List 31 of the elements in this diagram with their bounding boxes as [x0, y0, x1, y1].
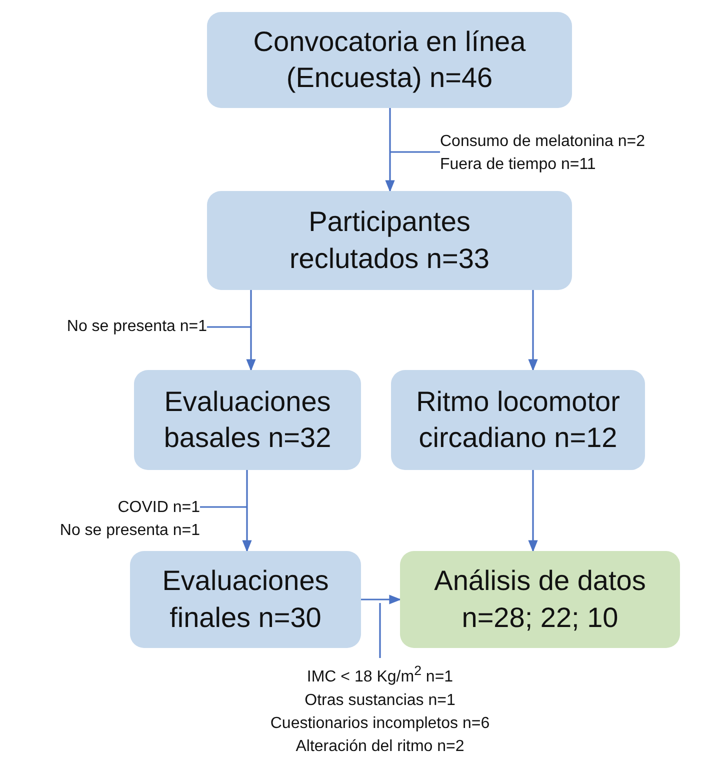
exclusion-text: Otras sustancias n=1	[304, 690, 456, 711]
process-box	[391, 370, 645, 470]
exclusion-text: No se presenta n=1	[66, 317, 207, 338]
box-label: Evaluaciones finales n=30	[161, 564, 330, 634]
exclusion-text: No se presenta n=1	[60, 521, 200, 541]
connector-line	[207, 326, 251, 328]
exclusion-text: Fuera de tiempo n=11	[440, 155, 596, 175]
process-box	[130, 551, 361, 648]
process-box	[207, 191, 572, 290]
arrow	[246, 290, 256, 372]
box-label: Análisis de datos n=28; 22; 10	[433, 564, 647, 634]
process-box	[207, 12, 572, 108]
process-box	[134, 370, 361, 470]
arrow	[361, 594, 402, 604]
process-box	[400, 551, 680, 648]
box-label: Convocatoria en línea (Encuesta) n=46	[252, 24, 527, 95]
connector-line	[379, 603, 381, 658]
exclusion-text: IMC < 18 Kg/m$^{2}$ n=1	[306, 662, 454, 688]
box-label: Evaluaciones basales n=32	[162, 384, 332, 455]
connector-line	[200, 506, 247, 508]
arrow	[242, 470, 252, 552]
connector-line	[390, 151, 440, 153]
exclusion-text: Alteración del ritmo n=2	[296, 737, 464, 758]
exclusion-text: Cuestionarios incompletos n=6	[270, 714, 490, 734]
box-label: Ritmo locomotor circadiano n=12	[415, 384, 621, 455]
box-label: Participantes reclutados n=33	[288, 205, 491, 276]
exclusion-text: COVID n=1	[118, 498, 200, 518]
arrow	[385, 108, 395, 192]
arrow	[528, 290, 538, 372]
arrow	[528, 470, 538, 552]
exclusion-text: Consumo de melatonina n=2	[440, 132, 646, 152]
